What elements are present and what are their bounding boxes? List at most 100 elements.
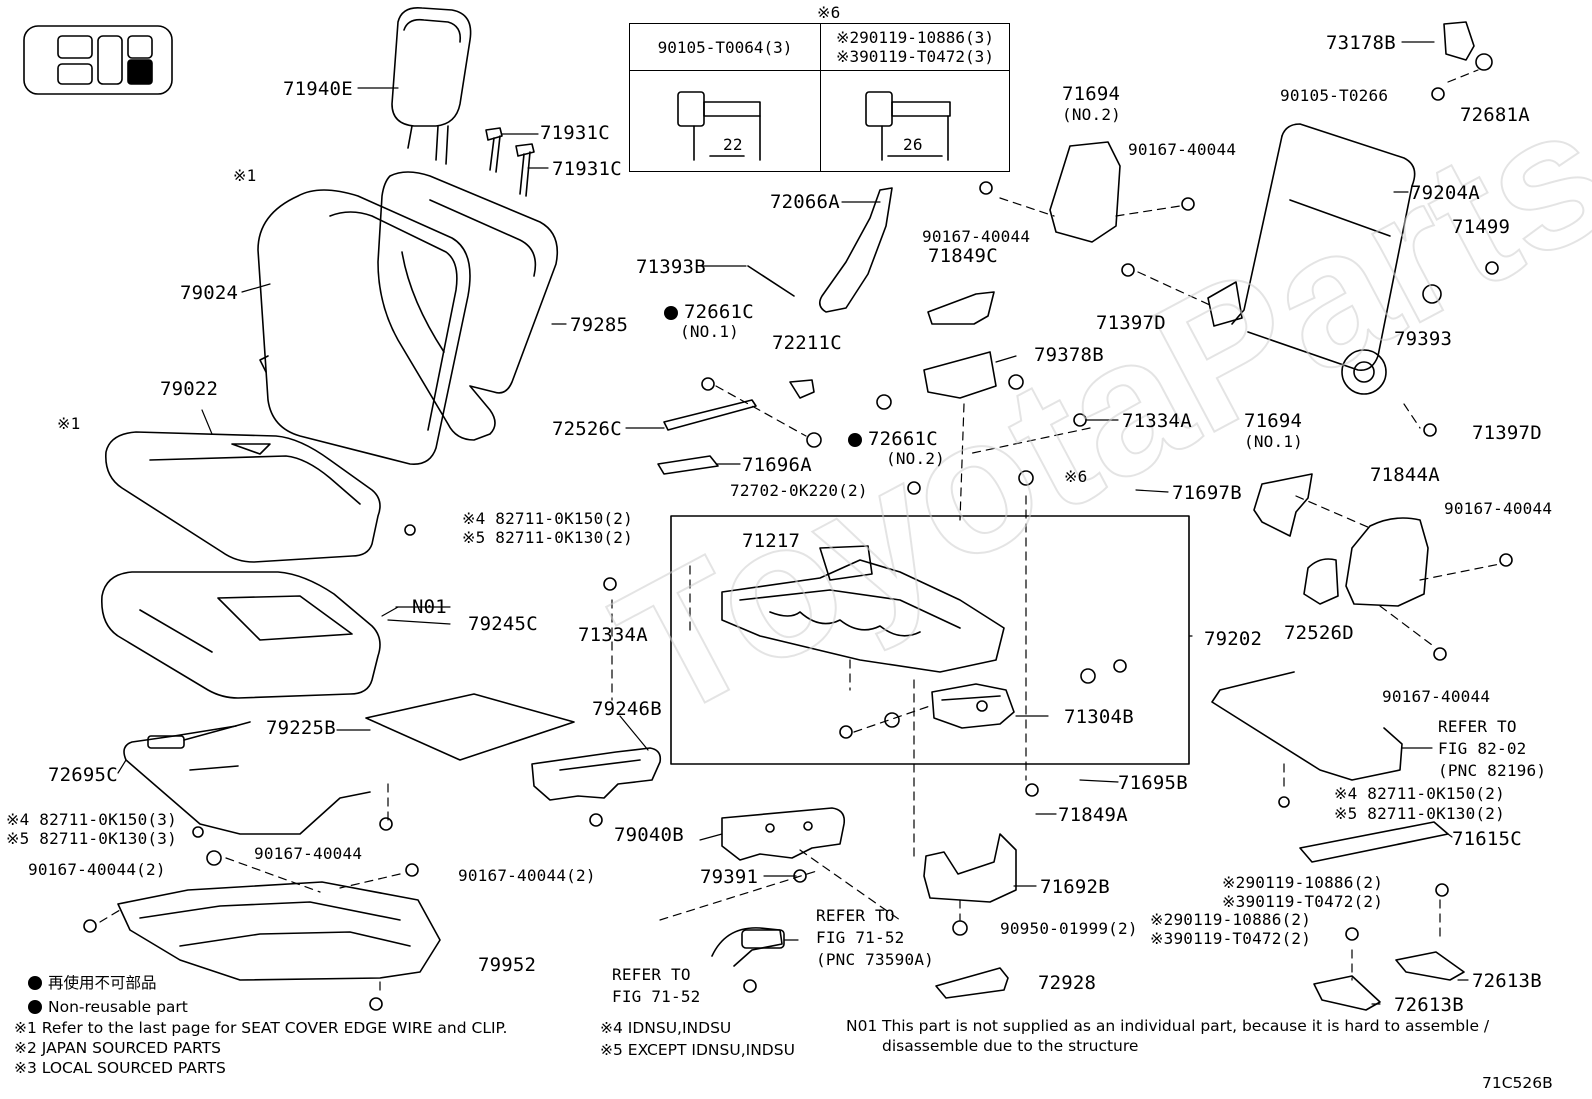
callout-90167-40044-2b: 90167-40044(2)	[458, 866, 596, 885]
callout-90167-right-b: 90167-40044	[1382, 687, 1491, 706]
seatback-frame-79204A	[1207, 123, 1416, 395]
callout-82711-0K130-3: ※5 82711-0K130(3)	[6, 829, 177, 848]
kit-left-part: 90105-T0064(3)	[629, 23, 821, 71]
pin-71393B	[747, 265, 795, 297]
callout-79285: 79285	[570, 314, 629, 336]
callout-no2-b: (NO.2)	[1062, 105, 1121, 124]
callout-72613B-b: 72613B	[1394, 994, 1464, 1016]
leader-lines	[117, 41, 1469, 1005]
strap-72066A	[818, 187, 893, 313]
callout-90950-01999: 90950-01999(2)	[1000, 919, 1138, 938]
bolts	[83, 87, 1513, 1011]
sheet-79225B	[365, 693, 575, 761]
cap-72681A	[1475, 53, 1493, 71]
seatback-cover-79024	[257, 189, 471, 465]
legend-non-reusable-en: Non-reusable part	[28, 998, 188, 1016]
seat-position-icon	[23, 25, 173, 95]
cover-71844A	[1345, 517, 1429, 607]
callout-71217: 71217	[742, 530, 801, 552]
seat-cushion-cover-79022	[105, 431, 381, 563]
callout-82711-0K150: ※4 82711-0K150(2)	[462, 509, 633, 528]
legend-n01-text: This part is not supplied as an individu…	[882, 1017, 1490, 1055]
callout-fig-71-52-a: FIG 71-52	[816, 928, 905, 947]
callout-note6: ※6	[1064, 467, 1088, 486]
callout-90167-40044: 90167-40044	[254, 844, 363, 863]
callout-71844A: 71844A	[1370, 464, 1440, 486]
cover-72928	[935, 967, 1009, 999]
callout-note1-a: ※1	[233, 166, 257, 185]
callout-90119-T0472-b: ※390119-T0472(2)	[1150, 929, 1312, 948]
side-cover-79246B	[531, 747, 662, 801]
cover-71694-no2	[1049, 141, 1121, 243]
callout-71694-no1: 71694	[1244, 410, 1303, 432]
seat-frame-71217	[721, 545, 1005, 673]
callout-90167-right-a: 90167-40044	[1444, 499, 1553, 518]
legend-note5: ※5 EXCEPT IDNSU,INDSU	[600, 1041, 795, 1059]
callout-72661C-no2: 72661C	[848, 430, 938, 449]
cover-72526D	[1303, 558, 1339, 605]
callout-82711-0K150-3: ※4 82711-0K150(3)	[6, 810, 177, 829]
callout-79202: 79202	[1204, 628, 1263, 650]
callout-72211C: 72211C	[772, 332, 842, 354]
belt-buckle-icon	[741, 929, 785, 949]
callout-72702-0K220: 72702-0K220(2)	[730, 481, 868, 500]
callout-71696A: 71696A	[742, 454, 812, 476]
seatback-pad-79285	[377, 171, 559, 441]
callout-79391: 79391	[700, 866, 759, 888]
callout-fig-71-52-b: FIG 71-52	[612, 987, 701, 1006]
legend-non-reusable-jp: 再使用不可部品	[28, 975, 157, 992]
callout-pnc-82196: (PNC 82196)	[1438, 761, 1547, 780]
callout-90119-10886-b: ※290119-10886(2)	[1150, 910, 1312, 929]
callout-fig-82-02: FIG 82-02	[1438, 739, 1527, 758]
kit-right-dim: 26	[903, 135, 923, 154]
cover-79040B	[721, 807, 846, 861]
kit-right-part-1: ※290119-10886(3)	[836, 28, 994, 47]
non-reusable-dot	[848, 433, 862, 447]
legend-note4: ※4 IDNSU,INDSU	[600, 1019, 732, 1037]
bushing-79393	[1422, 284, 1442, 304]
callout-72661C-text: 72661C	[684, 301, 754, 323]
legend-dot-icon	[28, 1000, 42, 1014]
callout-71393B: 71393B	[636, 256, 706, 278]
callout-no1-b: (NO.1)	[1244, 432, 1303, 451]
bracket-71692B	[923, 833, 1017, 903]
callout-71304B: 71304B	[1064, 706, 1134, 728]
callout-note1-b: ※1	[57, 414, 81, 433]
callout-71940E: 71940E	[283, 78, 353, 100]
callout-71397D-a: 71397D	[1096, 312, 1166, 334]
callout-no1: (NO.1)	[680, 322, 739, 341]
kit-table: 90105-T0064(3) ※290119-10886(3) ※390119-…	[629, 23, 1010, 172]
bracket-72613B-a	[1395, 951, 1465, 981]
kit-left-dim: 22	[723, 135, 743, 154]
callout-90167-top-l: 90167-40044	[922, 227, 1031, 246]
callout-71931C: 71931C	[552, 158, 622, 180]
cover-71694-no1	[1253, 473, 1313, 537]
callout-71334A-b: 71334A	[1122, 410, 1192, 432]
callout-pnc-73590A: (PNC 73590A)	[816, 950, 934, 969]
legend-dot-icon	[28, 976, 42, 990]
slide-rail-71304B	[931, 683, 1015, 729]
legend-en-text: Non-reusable part	[48, 998, 188, 1016]
callout-71397D-b: 71397D	[1472, 422, 1542, 444]
callout-72695C: 72695C	[48, 764, 118, 786]
label-71696A	[657, 455, 719, 475]
callout-72661C-no1: 72661C	[664, 303, 754, 322]
bar-72526C	[663, 399, 757, 431]
callout-79204A: 79204A	[1410, 182, 1480, 204]
callout-79952: 79952	[478, 954, 537, 976]
callout-82711-c5: ※5 82711-0K130(2)	[1334, 804, 1505, 823]
non-reusable-dot	[664, 306, 678, 320]
kit-right-part-2: ※390119-T0472(3)	[836, 47, 994, 66]
callout-no2: (NO.2)	[886, 449, 945, 468]
callout-71694-no2: 71694	[1062, 83, 1121, 105]
callout-79246B: 79246B	[592, 698, 662, 720]
headrest-71940E	[391, 6, 472, 165]
seat-frame-box-79202	[670, 515, 1190, 765]
callout-72613B-a: 72613B	[1472, 970, 1542, 992]
callout-refer-to-c: REFER TO	[1438, 717, 1517, 736]
callout-72928: 72928	[1038, 972, 1097, 994]
callout-71697B: 71697B	[1172, 482, 1242, 504]
callout-82711-c4: ※4 82711-0K150(2)	[1334, 784, 1505, 803]
figure-code: 71C526B	[1482, 1074, 1553, 1092]
callout-90167-top-r: 90167-40044	[1128, 140, 1237, 159]
